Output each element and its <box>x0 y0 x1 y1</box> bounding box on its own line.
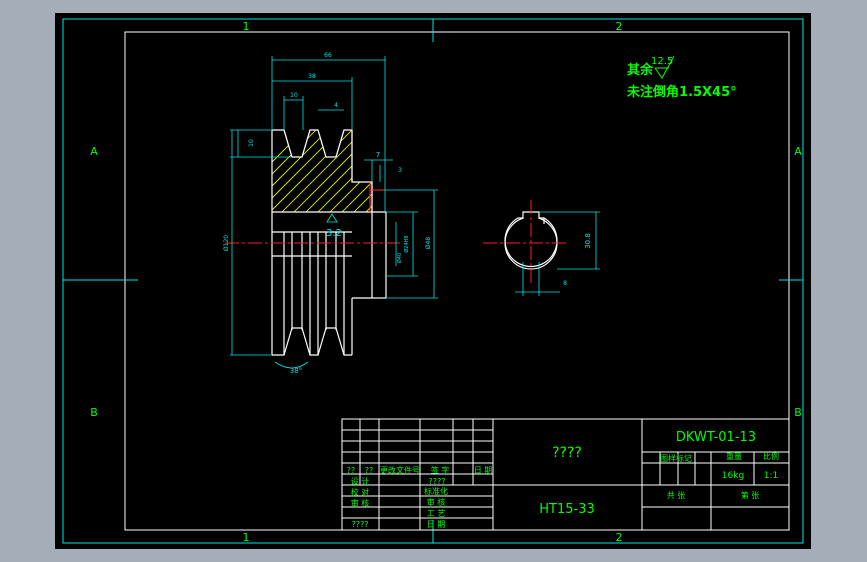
dim-width-groove: 38 <box>308 73 316 80</box>
dim-pitch: 10 <box>290 92 298 99</box>
dim-keyway-depth: 30.8 <box>584 233 592 249</box>
row-right-standardization: 标准化 <box>424 486 448 496</box>
zone-label-bottom-1: 1 <box>243 531 250 544</box>
row-label-design: 设 计 <box>351 476 370 486</box>
scale-value: 1:1 <box>764 471 778 481</box>
zone-label-right-a: A <box>794 145 802 158</box>
note-chamfer: 未注倒角1.5X45° <box>626 84 737 100</box>
row-label-check: 校 对 <box>351 487 370 497</box>
revision-col-signature: 签 字 <box>431 465 450 475</box>
title-block <box>341 418 790 531</box>
weight-value: 16kg <box>722 471 744 481</box>
header-weight: 重量 <box>726 451 742 461</box>
pulley-end-view <box>483 200 568 286</box>
part-name: ???? <box>552 445 582 461</box>
dim-rim-depth: 10 <box>248 139 255 147</box>
row-value-check: ???? <box>429 477 446 486</box>
zone-label-top-2: 2 <box>616 20 623 33</box>
dimension-lines <box>230 56 438 369</box>
zone-label-left-b: B <box>90 406 98 419</box>
dim-hub-diameter: Ø48 <box>425 237 432 250</box>
row-right-process: 工 艺 <box>427 509 446 518</box>
zone-label-left-a: A <box>90 145 98 158</box>
revision-col-2: ?? <box>365 466 374 475</box>
row-right-date: 日 期 <box>427 520 446 529</box>
note-remaining-roughness: 其余 <box>627 62 654 78</box>
dim-hub-step: 7 <box>376 151 380 159</box>
dim-roughness-center: 3.2 <box>326 228 342 239</box>
roughness-symbol-center <box>326 213 338 223</box>
dim-outer-diameter: Ø120 <box>223 235 230 251</box>
dim-hub-chamfer: 3 <box>398 167 402 174</box>
roughness-symbol <box>654 55 675 79</box>
dim-keyway-width: 8 <box>563 280 567 287</box>
label-drawing-mark: 图样标记 <box>660 453 692 463</box>
material: HT15-33 <box>539 502 595 517</box>
row-label-unknown: ???? <box>352 520 369 529</box>
zone-label-right-b: B <box>794 406 802 419</box>
zone-label-bottom-2: 2 <box>616 531 623 544</box>
note-roughness-value: 12.5 <box>651 56 673 67</box>
zone-ticks <box>63 19 803 543</box>
revision-col-change-doc: 更改文件号 <box>380 465 420 475</box>
label-total-sheets: 共 张 <box>667 491 686 500</box>
dim-bore-diameter: Ø24H8 <box>403 235 410 252</box>
revision-col-1: ?? <box>347 466 356 475</box>
revision-col-date: 日 期 <box>474 466 493 475</box>
drawing-number: DKWT-01-13 <box>676 430 756 445</box>
row-right-review: 审 核 <box>427 497 446 507</box>
header-scale: 比例 <box>763 451 779 461</box>
row-label-approve: 审 核 <box>351 498 370 508</box>
viewport-background <box>55 13 811 549</box>
dim-groove-offset: 4 <box>334 102 338 109</box>
dim-width-overall: 66 <box>324 52 332 59</box>
zone-label-top-1: 1 <box>243 20 250 33</box>
dim-hub-side-diameter: Ø40 <box>396 253 403 263</box>
label-sheet-number: 第 张 <box>741 490 760 500</box>
dim-groove-angle: 38° <box>290 367 302 375</box>
